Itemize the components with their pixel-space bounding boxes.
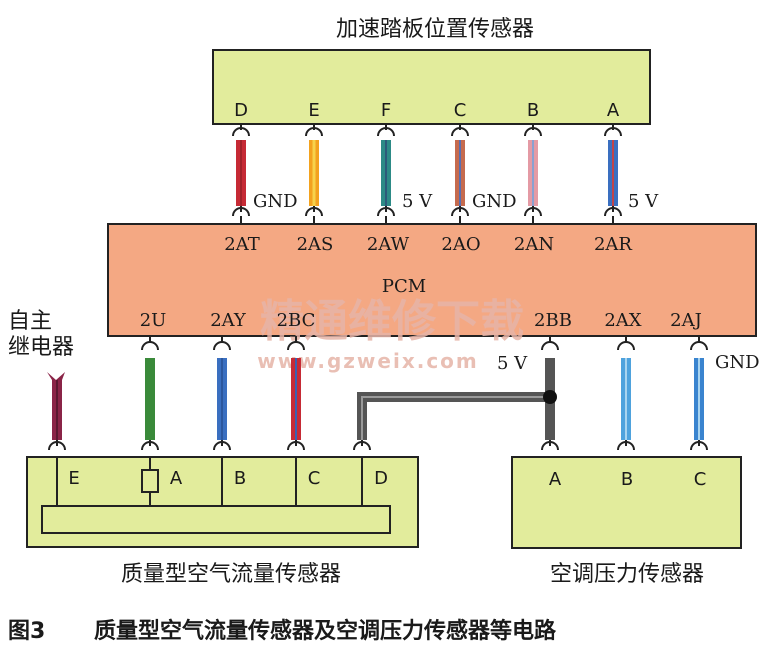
pcm-pin-2ay: 2AY (210, 310, 247, 331)
wire-a-blue (608, 140, 618, 206)
pcm-pin-2u: 2U (140, 310, 167, 331)
maf-pin-e: E (68, 468, 79, 489)
ac-pin-c: C (694, 469, 707, 490)
pcm-box (107, 223, 757, 337)
label-gnd-d: GND (253, 191, 298, 212)
upper-wire-labels: GND 5 V GND 5 V (253, 191, 659, 212)
relay-label-line1: 自主 (8, 309, 52, 334)
pcm-pin-2an: 2AN (514, 234, 554, 255)
top-sensor-pin-a: A (607, 100, 620, 121)
upper-connectors-top (232, 124, 622, 137)
caption-figure-number: 图3 (8, 619, 45, 644)
top-sensor-pin-c: C (454, 100, 467, 121)
wire-f-teal (381, 140, 391, 206)
pcm-pin-2ao: 2AO (441, 234, 480, 255)
label-gnd-2aj: GND (715, 352, 760, 373)
wire-2bb-gray (357, 358, 557, 440)
wire-2ay-blue (217, 358, 227, 440)
lower-wire-labels: 5 V GND (497, 352, 760, 374)
wire-2u-green (145, 358, 155, 440)
top-sensor-pin-b: B (527, 100, 539, 121)
ac-sensor-pins: A B C (549, 469, 706, 490)
pcm-bottom-pins: 2U 2AY 2BC 2BB 2AX 2AJ (140, 310, 702, 331)
lower-connectors-top (141, 336, 708, 351)
maf-pin-c: C (308, 468, 321, 489)
pcm-pin-2ax: 2AX (604, 310, 641, 331)
pcm-pin-2aw: 2AW (367, 234, 410, 255)
ac-sensor-title: 空调压力传感器 (550, 562, 704, 587)
top-sensor-pins: D E F C B A (234, 100, 620, 121)
wire-2ax-lightblue (621, 358, 631, 440)
upper-connectors-bottom (232, 206, 622, 224)
watermark-cn: 精通维修下载 (260, 296, 524, 347)
relay-label: 自主 继电器 (8, 309, 74, 360)
pcm-pin-2ar: 2AR (594, 234, 632, 255)
watermark-url: www.gzweix.com (257, 349, 479, 373)
pcm-top-pins: 2AT 2AS 2AW 2AO 2AN 2AR (224, 234, 632, 255)
pcm-name: PCM (382, 276, 426, 297)
maf-sensor-box (26, 456, 419, 548)
wire-c-brown (455, 140, 465, 206)
maf-sensor-pins: E A B C D (68, 468, 388, 489)
wire-e-orange (309, 140, 319, 206)
maf-pin-d: D (374, 468, 388, 489)
relay-label-line2: 继电器 (8, 335, 74, 360)
label-gnd-c: GND (472, 191, 517, 212)
accelerator-pedal-sensor-box (212, 49, 651, 125)
maf-pin-b: B (234, 468, 246, 489)
maf-pin-a: A (170, 468, 183, 489)
maf-sensor-title: 质量型空气流量传感器 (121, 562, 341, 587)
pcm-pin-2bb: 2BB (534, 310, 572, 331)
caption-text: 质量型空气流量传感器及空调压力传感器等电路 (94, 618, 557, 644)
top-sensor-pin-d: D (234, 100, 248, 121)
pcm-pin-2bc: 2BC (277, 310, 316, 331)
pcm-pin-2aj: 2AJ (670, 310, 702, 331)
label-5v-2bb: 5 V (497, 353, 528, 374)
lower-wires (47, 358, 704, 440)
wire-2aj-blue (694, 358, 704, 440)
pcm-pin-2as: 2AS (297, 234, 334, 255)
label-5v-f: 5 V (402, 191, 433, 212)
pcm-pin-2at: 2AT (224, 234, 259, 255)
wire-b-pink (528, 140, 538, 206)
ac-pin-b: B (621, 469, 633, 490)
top-sensor-pin-f: F (381, 100, 391, 121)
wire-relay-maroon (47, 372, 65, 440)
top-sensor-pin-e: E (308, 100, 319, 121)
ac-pin-a: A (549, 469, 562, 490)
top-sensor-title: 加速踏板位置传感器 (336, 17, 534, 42)
wire-2bc-red (291, 358, 301, 440)
upper-wires (236, 140, 618, 206)
wire-d-red (236, 140, 246, 206)
ac-pressure-sensor-box (511, 456, 742, 549)
figure-caption: 图3 质量型空气流量传感器及空调压力传感器等电路 (8, 618, 557, 644)
lower-connectors-bottom (48, 440, 708, 451)
label-5v-a: 5 V (628, 191, 659, 212)
